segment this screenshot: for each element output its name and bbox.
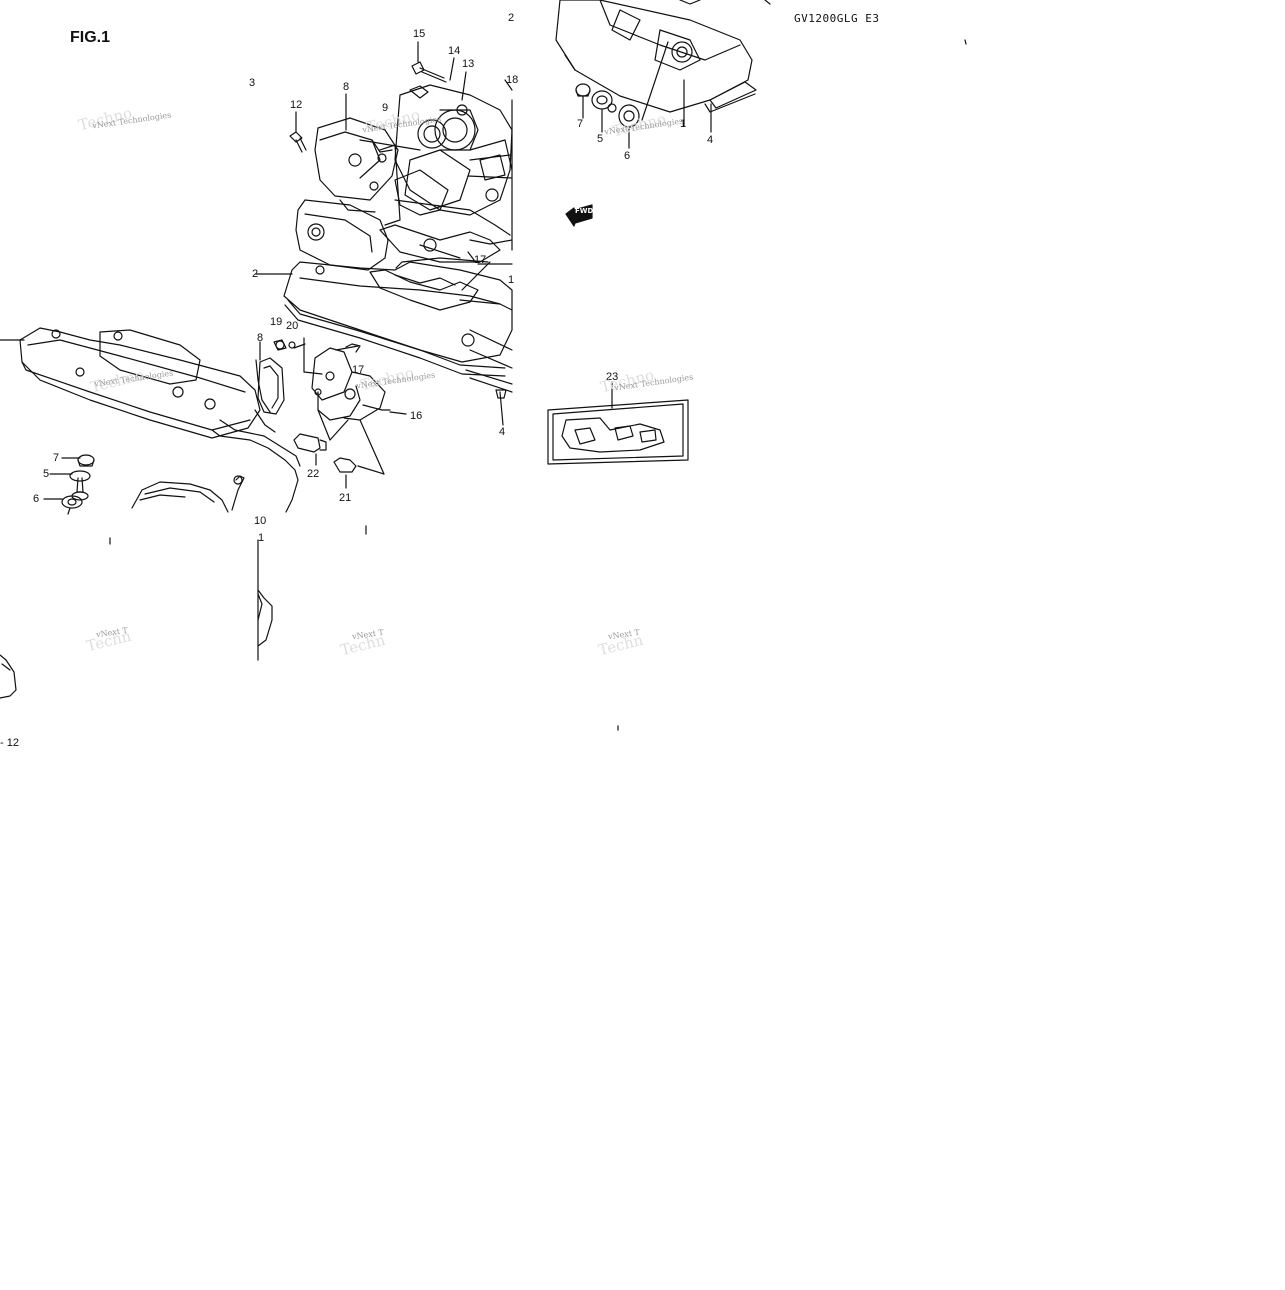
callout-6a: 6 [33,493,40,505]
cylinder-head-right [459,299,513,393]
callout-19: 19 [270,316,283,328]
callout-23: 23 [606,371,619,383]
callout-3: 3 [249,77,256,89]
grommet-set-bottom-left [43,454,111,545]
page-number: - 12 [0,737,19,749]
callout-5a: 5 [43,468,50,480]
callout-6b: 6 [624,150,631,162]
callout-22: 22 [307,468,320,480]
callout-4a: 4 [499,426,506,438]
callout-20: 20 [286,320,299,332]
o-ring-8 [255,341,271,413]
callout-1b: 1 [258,532,265,544]
callout-4b: 4 [707,134,714,146]
callout-16: 16 [410,410,423,422]
callout-12: 12 [290,99,303,111]
figure-label: FIG.1 [70,29,111,46]
grommet-set-top [575,41,712,149]
callout-8b: 8 [257,332,264,344]
lower-section-partial [257,39,967,731]
callout-15: 15 [413,28,426,40]
gasket-set-23 [547,381,689,465]
callout-13: 13 [462,58,475,70]
model-code: GV1200GLG E3 [794,12,880,25]
cylinder-head-assembly [314,79,513,263]
callout-17b: 17 [352,364,365,376]
callout-21: 21 [339,492,352,504]
callout-7b: 7 [577,118,584,130]
valve-cover-center [255,199,513,426]
sensor-bracket-set [257,337,407,535]
callout-9: 9 [382,102,389,114]
callout-5b: 5 [597,133,604,145]
fwd-text: FWD [575,207,594,215]
forward-arrow-icon [565,204,593,227]
bolt-15 [411,41,467,101]
callout-2b: 2 [252,268,259,280]
valve-cover-top-right [555,0,771,113]
callout-18: 18 [506,74,519,86]
callout-17a: 17 [474,254,487,266]
breather-cover [0,475,273,699]
callout-1a: 1 [508,274,515,286]
callout-1c: 1 [680,118,687,130]
callout-8a: 8 [343,81,350,93]
callout-10: 10 [254,515,267,527]
fwd-badge: FWD [566,206,594,220]
callout-14: 14 [448,45,461,57]
bolt-12 [289,93,347,153]
callout-2a: 2 [508,12,515,24]
callout-7a: 7 [53,452,60,464]
valve-cover-left [0,327,301,513]
